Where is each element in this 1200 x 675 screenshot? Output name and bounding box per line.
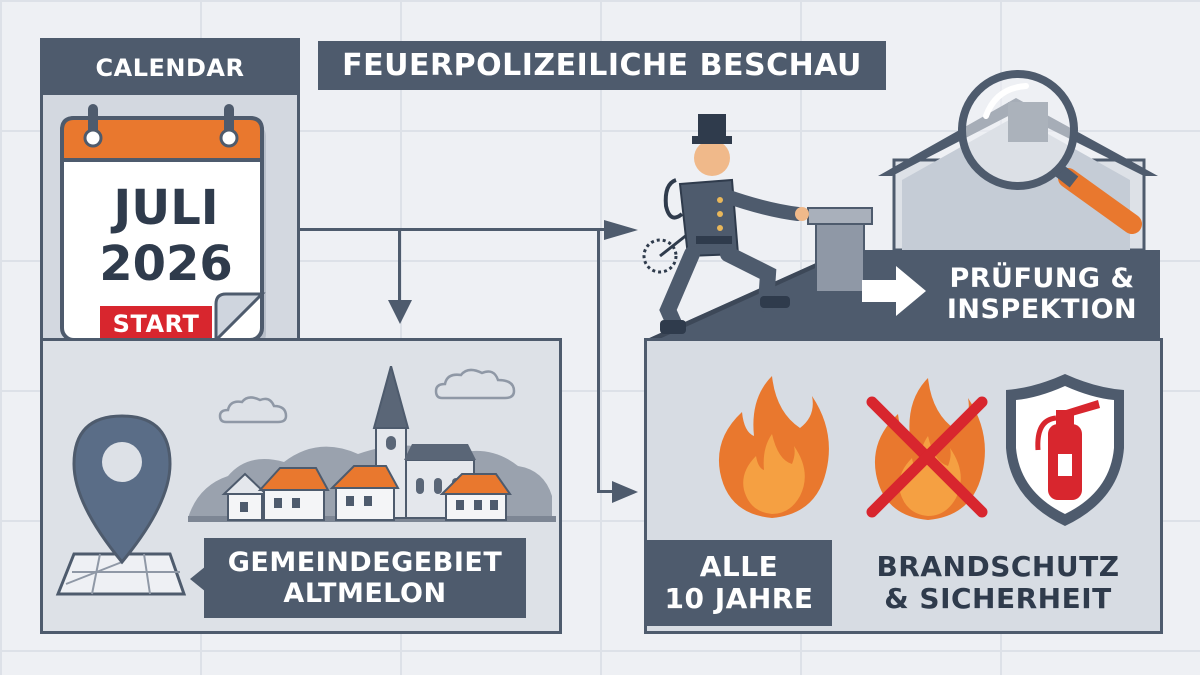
no-fire-icon (862, 372, 992, 528)
inspection-line2: INSPEKTION (946, 294, 1138, 325)
location-label: GEMEINDEGEBIET ALTMELON (204, 538, 526, 618)
magnifier-icon (952, 66, 1148, 238)
fire-icon (712, 372, 832, 522)
inspection-line1: PRÜFUNG & (949, 262, 1135, 294)
interval-line1: ALLE (699, 549, 779, 583)
village-illustration (188, 366, 556, 526)
chimney (806, 206, 874, 292)
arrow-head-right-top (604, 218, 640, 242)
cloud-icon (434, 368, 518, 402)
inspection-label: PRÜFUNG & INSPEKTION (932, 254, 1152, 334)
safety-line2: & SICHERHEIT (884, 582, 1112, 615)
location-line2: ALTMELON (283, 578, 447, 609)
calendar-header: CALENDAR (43, 41, 297, 95)
label-pointer (190, 566, 206, 592)
interval-label: ALLE 10 JAHRE (646, 540, 832, 626)
map-pin-icon (52, 412, 192, 598)
connector-line (597, 490, 615, 493)
connector-line (398, 228, 401, 308)
safety-label: BRANDSCHUTZ & SICHERHEIT (848, 540, 1148, 626)
fire-extinguisher-shield-icon (1000, 370, 1130, 530)
connector-line (298, 228, 606, 231)
interval-line2: 10 JAHRE (664, 582, 814, 615)
safety-line1: BRANDSCHUTZ (876, 549, 1120, 583)
arrow-right-icon (862, 262, 928, 320)
calendar-month: JULI (113, 180, 219, 236)
start-badge: START (100, 306, 212, 342)
calendar-icon (58, 104, 276, 352)
cloud-icon (218, 396, 290, 426)
location-line1: GEMEINDEGEBIET (227, 546, 503, 578)
arrow-head-down (387, 300, 413, 326)
page-title: FEUERPOLIZEILICHE BESCHAU (318, 41, 886, 90)
chimney-sweep-illustration (636, 114, 816, 340)
arrow-head-right-bottom (612, 480, 640, 504)
calendar-year: 2026 (99, 236, 233, 292)
connector-line (597, 228, 600, 493)
